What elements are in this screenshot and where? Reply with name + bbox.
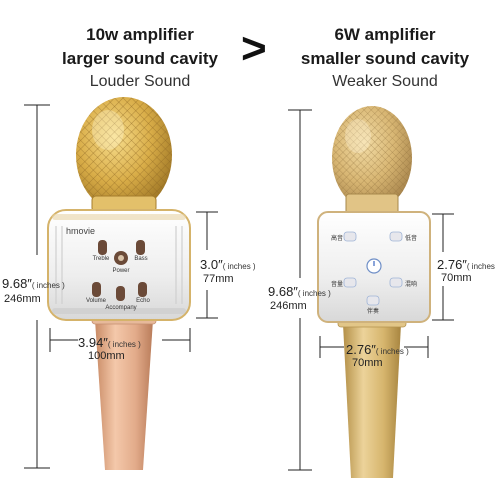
left-height-label: 9.68″( inches ) xyxy=(2,275,76,293)
right-height-label: 9.68″( inches ) xyxy=(268,283,348,301)
left-button-treble: Treble xyxy=(92,256,110,262)
right-heading-cavity: smaller sound cavity xyxy=(300,49,470,68)
left-head-mm: 77mm xyxy=(203,273,234,285)
right-button-accompany: 伴奏 xyxy=(366,309,379,315)
left-head-inches: 3.0″ xyxy=(200,257,223,272)
left-head-label: 3.0″( inches ) xyxy=(200,256,270,274)
left-button-power: Power xyxy=(112,268,130,274)
left-width-inches: 3.94″ xyxy=(78,335,108,350)
right-width-mm: 70mm xyxy=(352,357,383,369)
left-heading-sound: Louder Sound xyxy=(89,73,191,90)
right-button-echo: 混响 xyxy=(404,282,417,288)
right-height-inches: 9.68″ xyxy=(268,284,298,299)
right-width-inches: 2.76″ xyxy=(346,342,376,357)
right-height-mm: 246mm xyxy=(270,300,307,312)
right-mic-handle xyxy=(343,324,401,478)
right-head-label: 2.76″( inches xyxy=(437,256,499,274)
right-button-treble: 高音 xyxy=(330,236,343,242)
right-button-volume: 音量 xyxy=(330,282,343,288)
right-heading-amplifier: 6W amplifier xyxy=(334,25,436,44)
right-microphone xyxy=(317,106,431,478)
right-head-inches: 2.76″ xyxy=(437,257,467,272)
left-mic-handle xyxy=(95,320,153,470)
left-height-unit: ( inches ) xyxy=(31,281,65,290)
left-width-label: 3.94″( inches ) xyxy=(78,334,178,352)
right-height-unit: ( inches ) xyxy=(297,289,331,298)
left-heading-amplifier: 10w amplifier xyxy=(86,25,194,44)
left-button-echo: Echo xyxy=(136,298,150,304)
left-width-mm: 100mm xyxy=(88,350,125,362)
left-mic-body xyxy=(47,209,191,321)
left-heading-cavity: larger sound cavity xyxy=(62,49,218,68)
left-button-bass: Bass xyxy=(134,256,148,262)
comparison-symbol: > xyxy=(241,24,267,73)
left-button-accompany: Accompany xyxy=(105,305,137,311)
right-head-mm: 70mm xyxy=(441,272,472,284)
left-height-mm: 246mm xyxy=(4,293,41,305)
left-head-unit: ( inches ) xyxy=(222,262,256,271)
left-dimension-lines xyxy=(24,104,218,469)
left-height-inches: 9.68″ xyxy=(2,276,32,291)
left-button-volume: Volume xyxy=(85,298,106,304)
right-width-label: 2.76″( inches ) xyxy=(346,341,436,359)
right-dimension-lines xyxy=(288,109,454,471)
right-button-bass: 低音 xyxy=(404,236,417,242)
left-width-unit: ( inches ) xyxy=(107,340,141,349)
right-head-unit: ( inches xyxy=(466,262,495,271)
left-mic-brand: hmovie xyxy=(66,226,96,236)
right-width-unit: ( inches ) xyxy=(375,347,409,356)
right-heading-sound: Weaker Sound xyxy=(332,73,438,90)
left-microphone xyxy=(47,97,191,470)
